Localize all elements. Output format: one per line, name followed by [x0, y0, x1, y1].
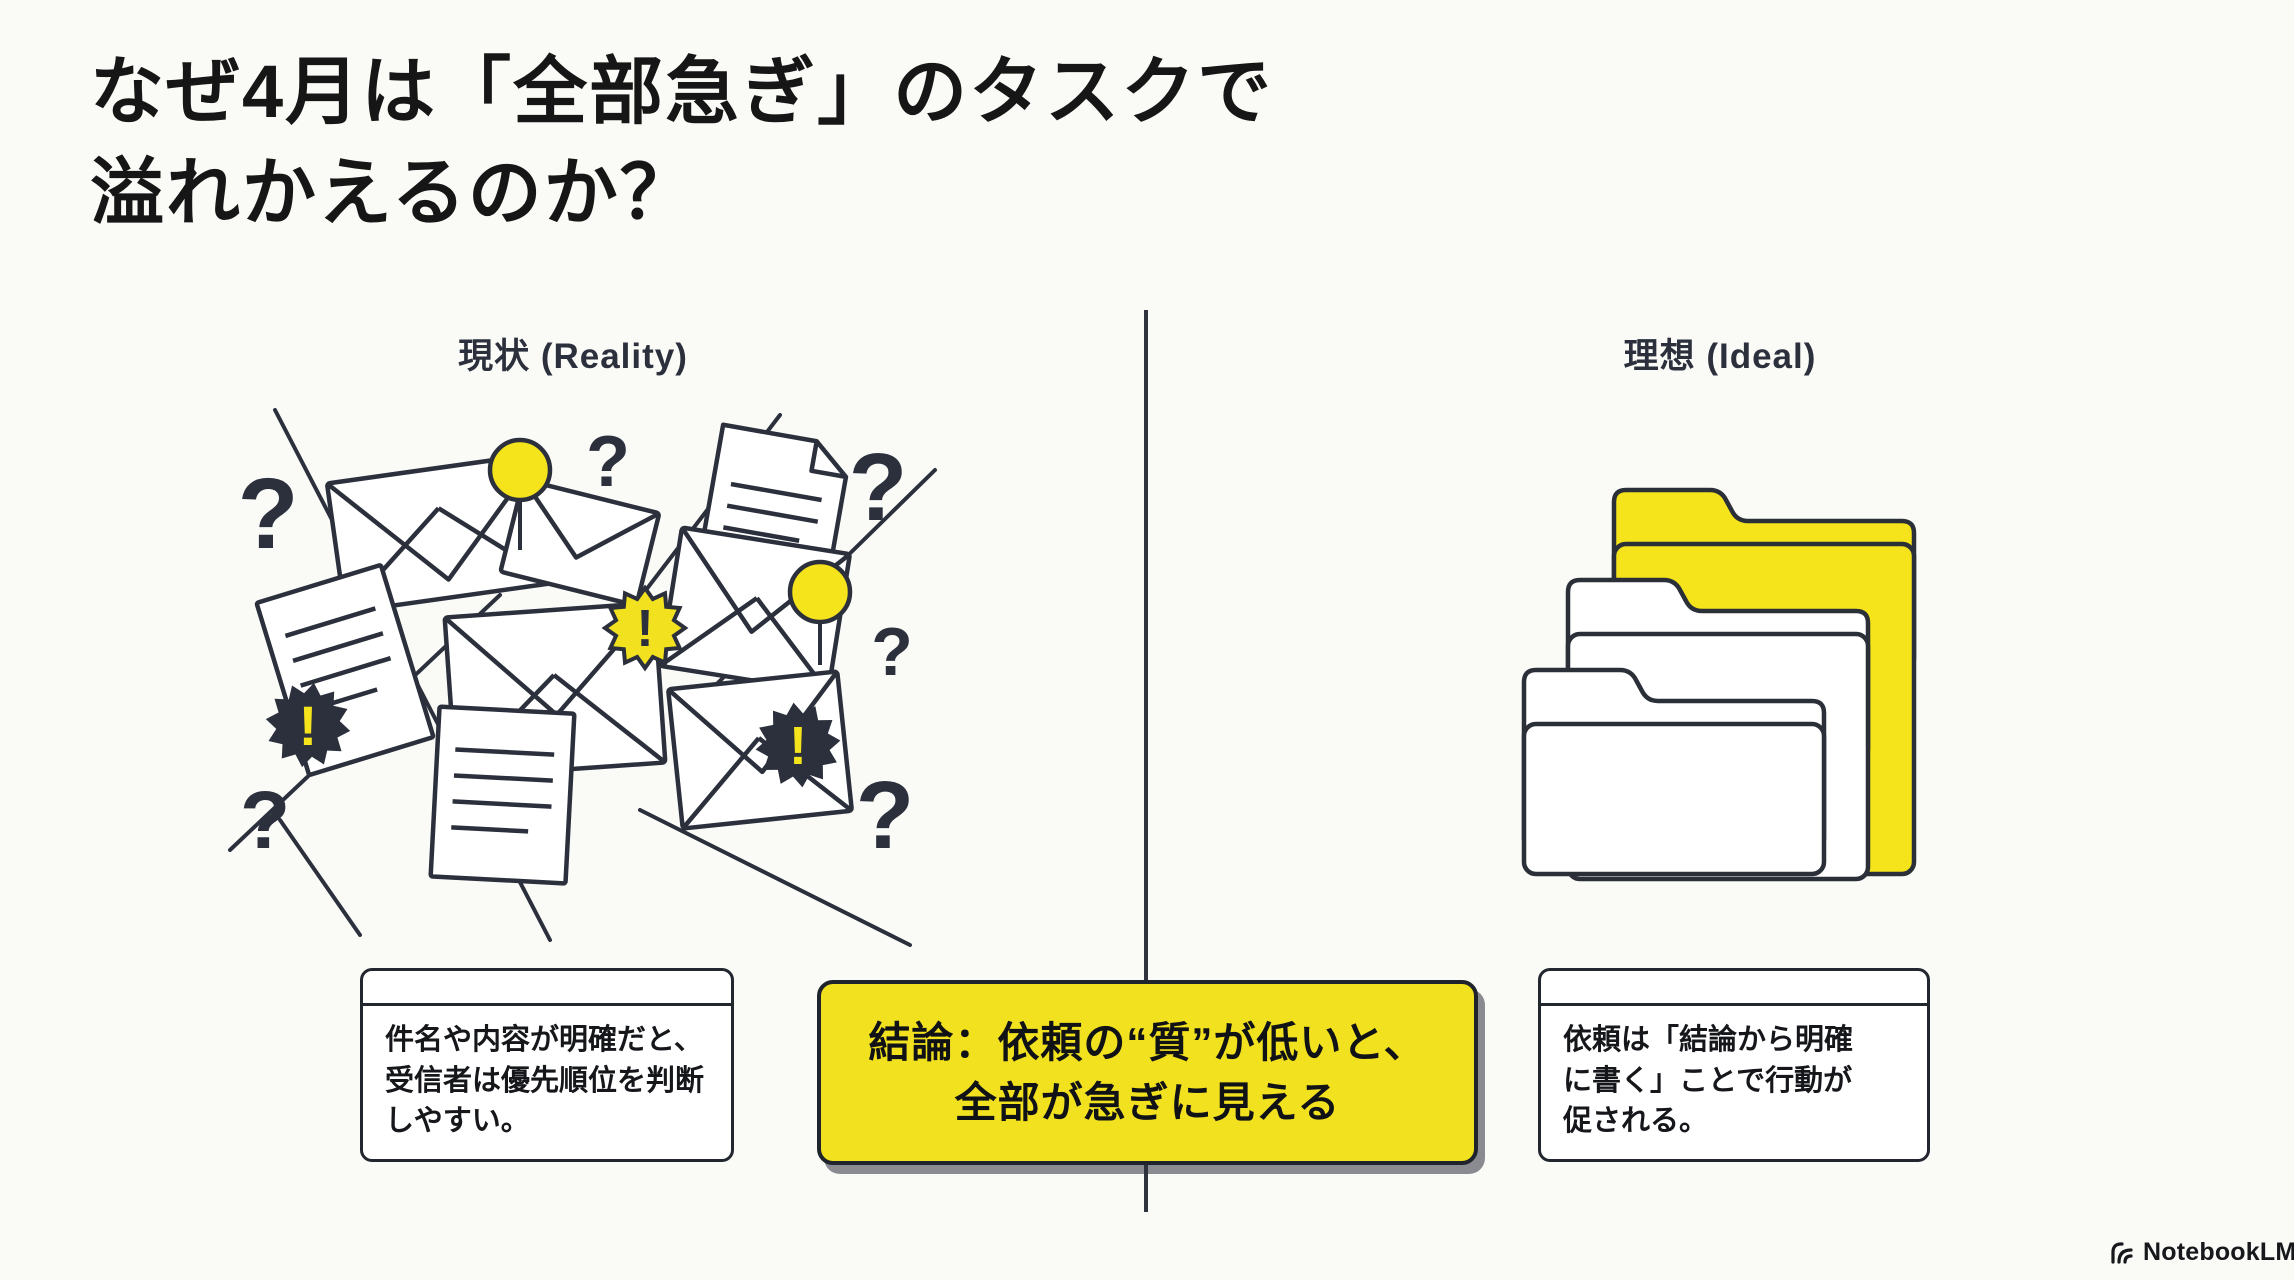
ideal-label: 理想 (Ideal)	[1623, 337, 1817, 376]
ideal-note-card: 依頼は「結論から明確 に書く」ことで行動が 促される。	[1538, 968, 1930, 1162]
conclusion-line-2: 全部が急ぎに見える	[954, 1078, 1341, 1126]
svg-text:!: !	[299, 694, 318, 757]
question-mark-icon: ?	[849, 434, 908, 541]
alert-burst-dark-icon: !	[261, 678, 355, 772]
conclusion-banner: 結論：依頼の“質”が低いと、 全部が急ぎに見える	[817, 980, 1478, 1165]
question-mark-icon: ?	[586, 422, 630, 502]
page-title-line-2: 溢れかえるのか？	[90, 150, 696, 234]
folder-icon-white	[1521, 667, 1827, 877]
ideal-note-text: 依頼は「結論から明確 に書く」ことで行動が 促される。	[1563, 1024, 1854, 1138]
notebooklm-logo-text: NotebookLM	[2143, 1238, 2294, 1266]
pin-circle-icon	[487, 437, 553, 550]
svg-text:!: !	[636, 600, 653, 658]
reality-note-card: 件名や内容が明確だと、 受信者は優先順位を判断 しやすい。	[360, 968, 734, 1162]
folder-stack-illustration	[1521, 487, 1917, 882]
document-icon	[428, 704, 577, 886]
question-mark-icon: ?	[871, 614, 913, 690]
envelope-icon	[498, 477, 661, 608]
question-mark-icon: ?	[856, 762, 915, 869]
pin-circle-icon	[787, 559, 853, 665]
alert-burst-yellow-icon: !	[603, 586, 687, 670]
question-mark-icon: ?	[240, 775, 290, 866]
svg-text:!: !	[789, 716, 807, 776]
chaotic-mail-pile-illustration: ! ! ! ? ? ? ? ? ?	[228, 408, 937, 947]
notebooklm-branding: NotebookLM	[2108, 1238, 2294, 1267]
page-title-line-1: なぜ4月は「全部急ぎ」のタスクで	[90, 50, 1274, 133]
notebooklm-logo-icon	[2111, 1241, 2133, 1264]
note-card-header	[363, 971, 731, 1006]
reality-note-text: 件名や内容が明確だと、 受信者は優先順位を判断 しやすい。	[385, 1024, 705, 1138]
conclusion-line-1: 結論：依頼の“質”が低いと、	[868, 1018, 1427, 1066]
question-mark-icon: ?	[237, 458, 298, 570]
alert-burst-dark-icon: !	[752, 699, 844, 791]
reality-label: 現状 (Reality)	[458, 337, 688, 376]
page-title: なぜ4月は「全部急ぎ」のタスクで 溢れかえるのか？	[90, 42, 1273, 243]
note-card-header	[1541, 971, 1927, 1006]
vertical-divider	[1144, 310, 1148, 1212]
